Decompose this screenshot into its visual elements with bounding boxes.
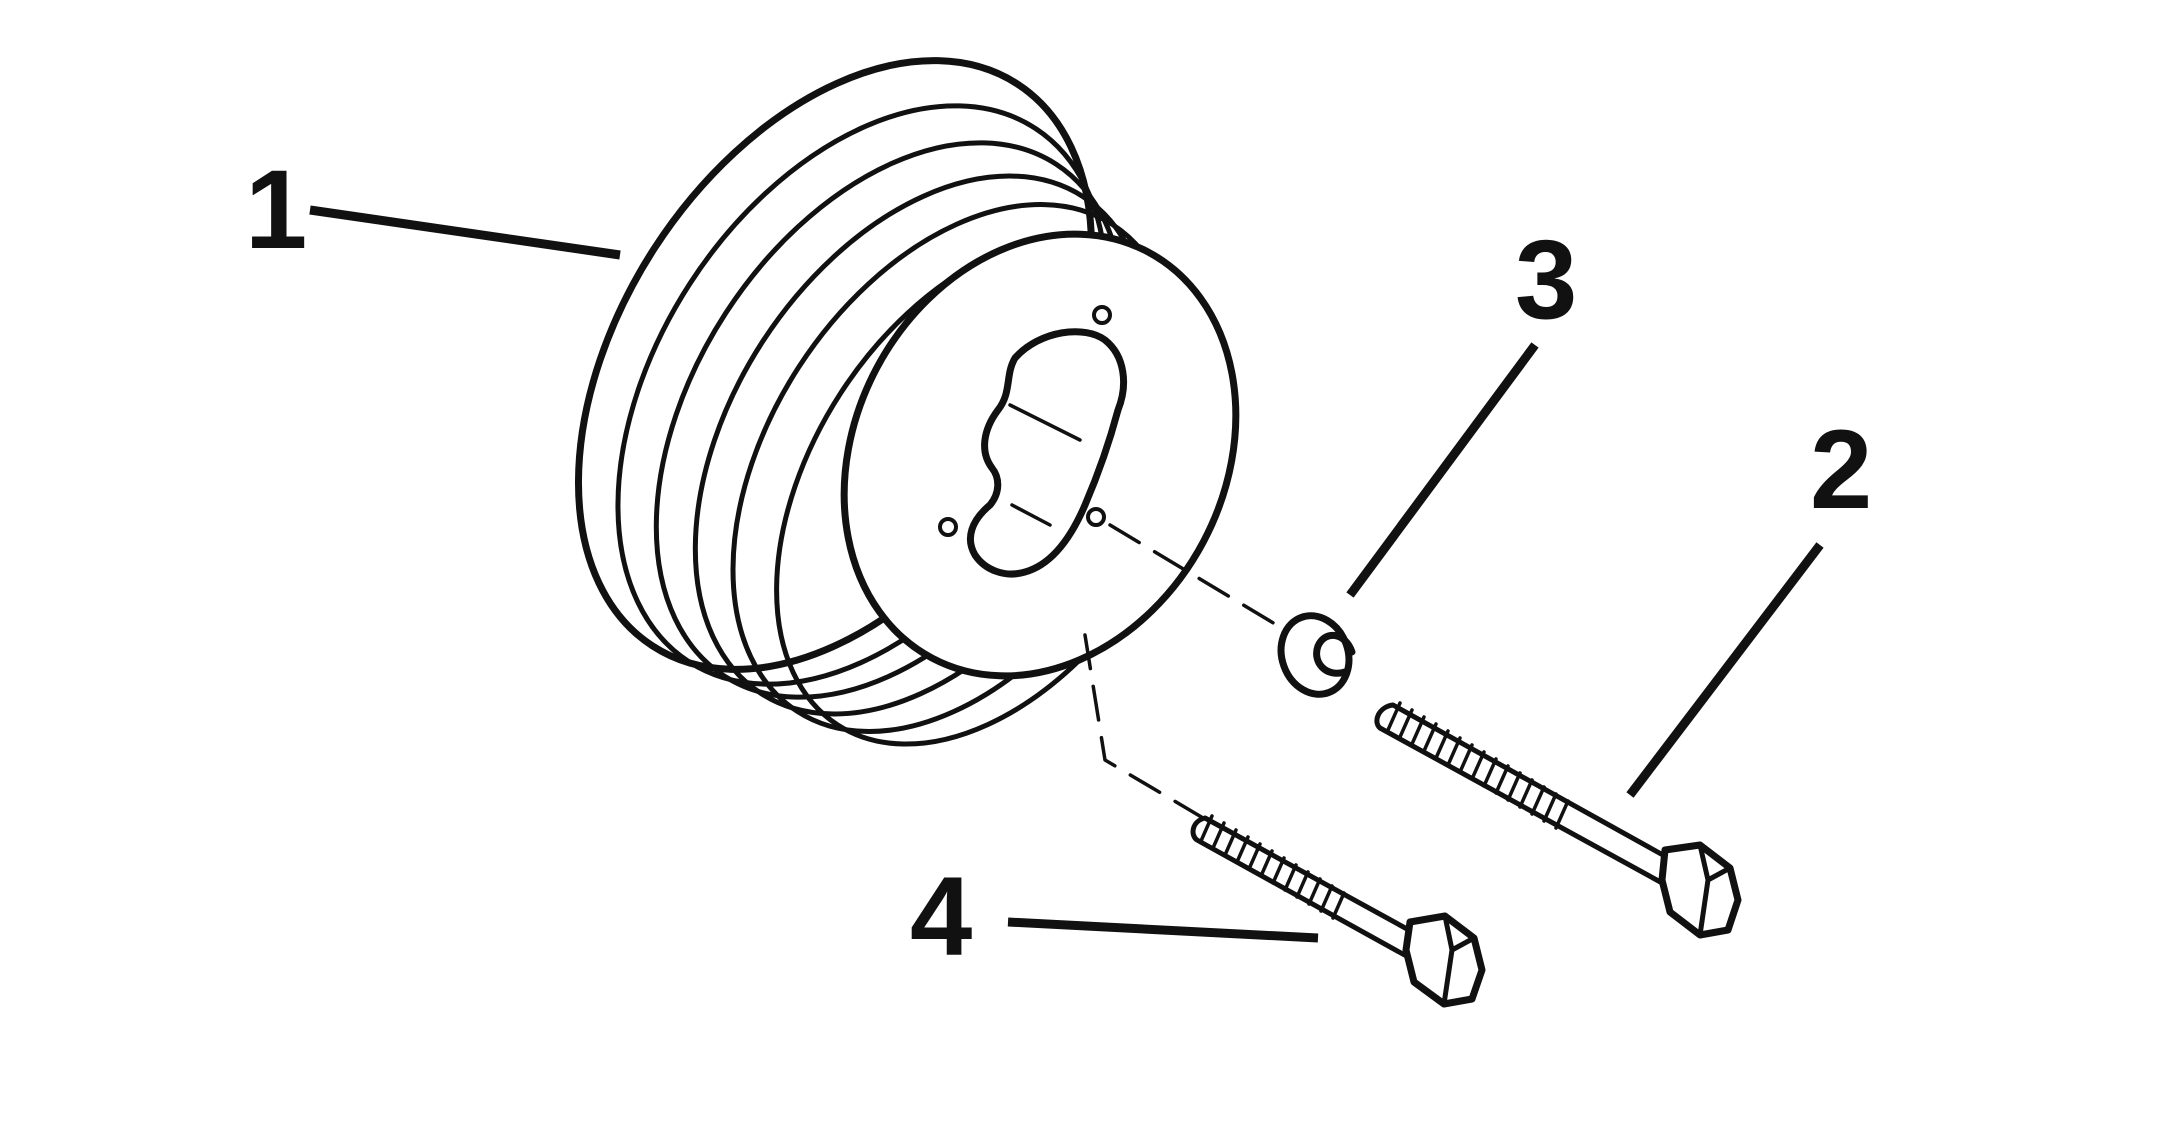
callout-leaders bbox=[309, 205, 1824, 943]
callout-label-4: 4 bbox=[910, 854, 972, 979]
short-bolt bbox=[1190, 814, 1486, 1008]
washer-inner bbox=[1313, 632, 1356, 677]
short-bolt-shank bbox=[1190, 815, 1421, 961]
washer bbox=[1277, 612, 1356, 698]
assembly-lines bbox=[1083, 523, 1287, 827]
leader-2 bbox=[1626, 542, 1824, 798]
pulley-hub-face bbox=[840, 230, 1240, 680]
short-bolt-threads bbox=[1199, 814, 1346, 920]
callout-label-2: 2 bbox=[1810, 407, 1872, 532]
pulley-keyway-line-2 bbox=[1010, 503, 1052, 527]
assembly-line-short-bolt bbox=[1083, 633, 1217, 827]
pulley bbox=[574, 57, 1240, 747]
leader-1 bbox=[309, 205, 621, 260]
long-bolt-head-facets bbox=[1697, 842, 1733, 938]
pulley-keyway-line-1 bbox=[1008, 403, 1082, 442]
callout-label-3: 3 bbox=[1515, 217, 1577, 342]
leader-4 bbox=[1007, 917, 1319, 943]
long-bolt-head bbox=[1658, 841, 1742, 939]
pulley-hole-left bbox=[938, 517, 958, 537]
pulley-bore bbox=[967, 328, 1128, 578]
pulley-hole-right bbox=[1086, 507, 1106, 527]
pulley-hole-top bbox=[1092, 305, 1112, 325]
callout-labels: 1 2 3 4 bbox=[245, 147, 1872, 979]
leader-3 bbox=[1346, 342, 1539, 598]
short-bolt-head-facets bbox=[1441, 913, 1477, 1007]
long-bolt-threads bbox=[1386, 701, 1570, 830]
long-bolt bbox=[1374, 701, 1742, 939]
short-bolt-head bbox=[1402, 912, 1486, 1008]
callout-label-1: 1 bbox=[245, 147, 307, 272]
assembly-line-washer bbox=[1108, 523, 1287, 632]
